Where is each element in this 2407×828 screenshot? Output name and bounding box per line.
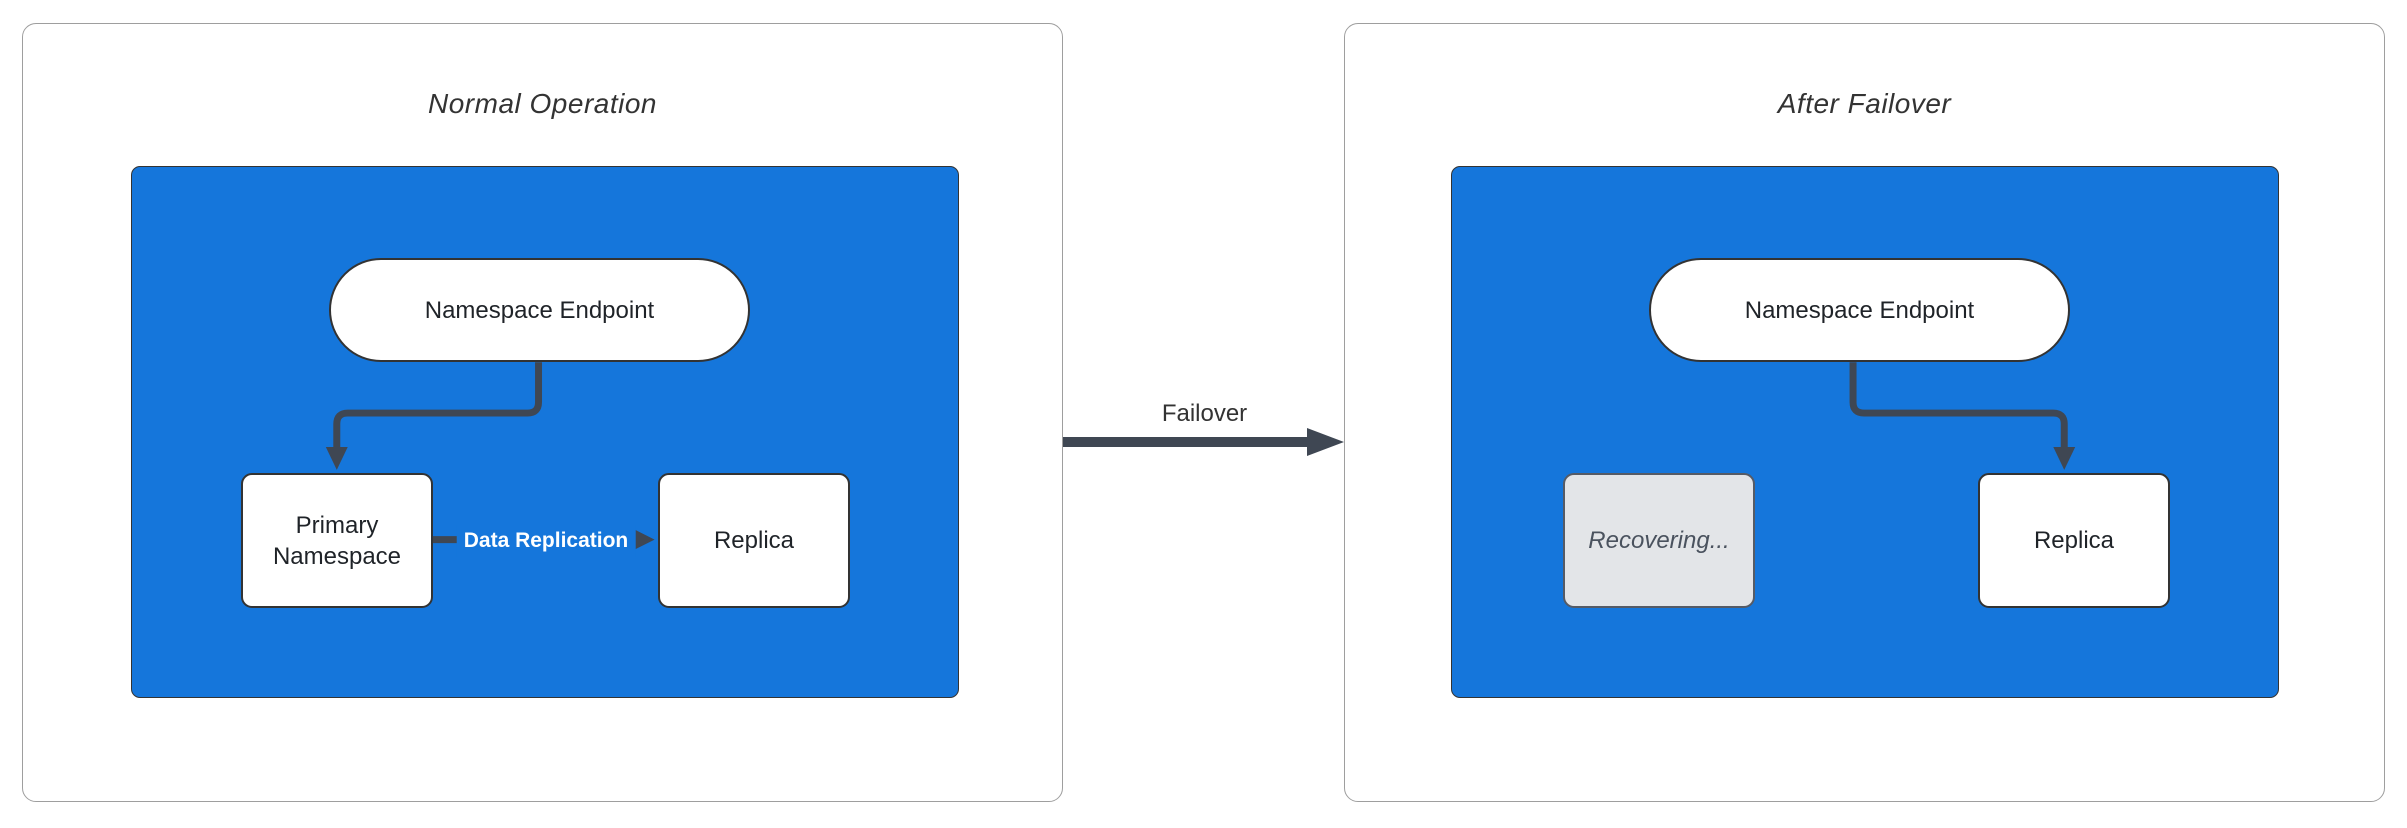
edges-normal-operation (325, 362, 655, 551)
failover-arrowhead (1307, 428, 1344, 456)
panel-title-normal-operation: Normal Operation (428, 88, 657, 119)
cluster-after-failover: Namespace Endpoint Recovering... Replica (1451, 166, 2279, 698)
node-replica: Replica (1978, 473, 2170, 608)
edge-endpoint-to-replica (1849, 362, 2068, 452)
panel-after-failover: After Failover Namespace Endpoint Recove… (1344, 23, 2385, 802)
edges-after-failover (1849, 362, 2076, 470)
panel-title-after-failover: After Failover (1777, 88, 1952, 119)
node-namespace-endpoint: Namespace Endpoint (1649, 258, 2070, 362)
edge-endpoint-to-primary (333, 362, 543, 452)
failover-arrow (1063, 428, 1344, 456)
panel-normal-operation: Normal Operation Namespace Endpoint Prim… (22, 23, 1063, 802)
node-recovering: Recovering... (1563, 473, 1755, 608)
node-namespace-endpoint: Namespace Endpoint (329, 258, 750, 362)
failover-label: Failover (1161, 400, 1248, 427)
node-primary-namespace: Primary Namespace (241, 473, 433, 608)
arrowhead-endpoint-to-primary (325, 446, 348, 470)
failover-connector: Failover (1063, 372, 1346, 472)
edge-label-data-replication: Data Replication (456, 525, 636, 557)
cluster-normal-operation: Namespace Endpoint Primary Namespace Rep… (131, 166, 959, 698)
node-replica: Replica (658, 473, 850, 608)
arrowhead-endpoint-to-replica (2053, 446, 2076, 470)
arrowhead-primary-to-replica (632, 528, 655, 551)
